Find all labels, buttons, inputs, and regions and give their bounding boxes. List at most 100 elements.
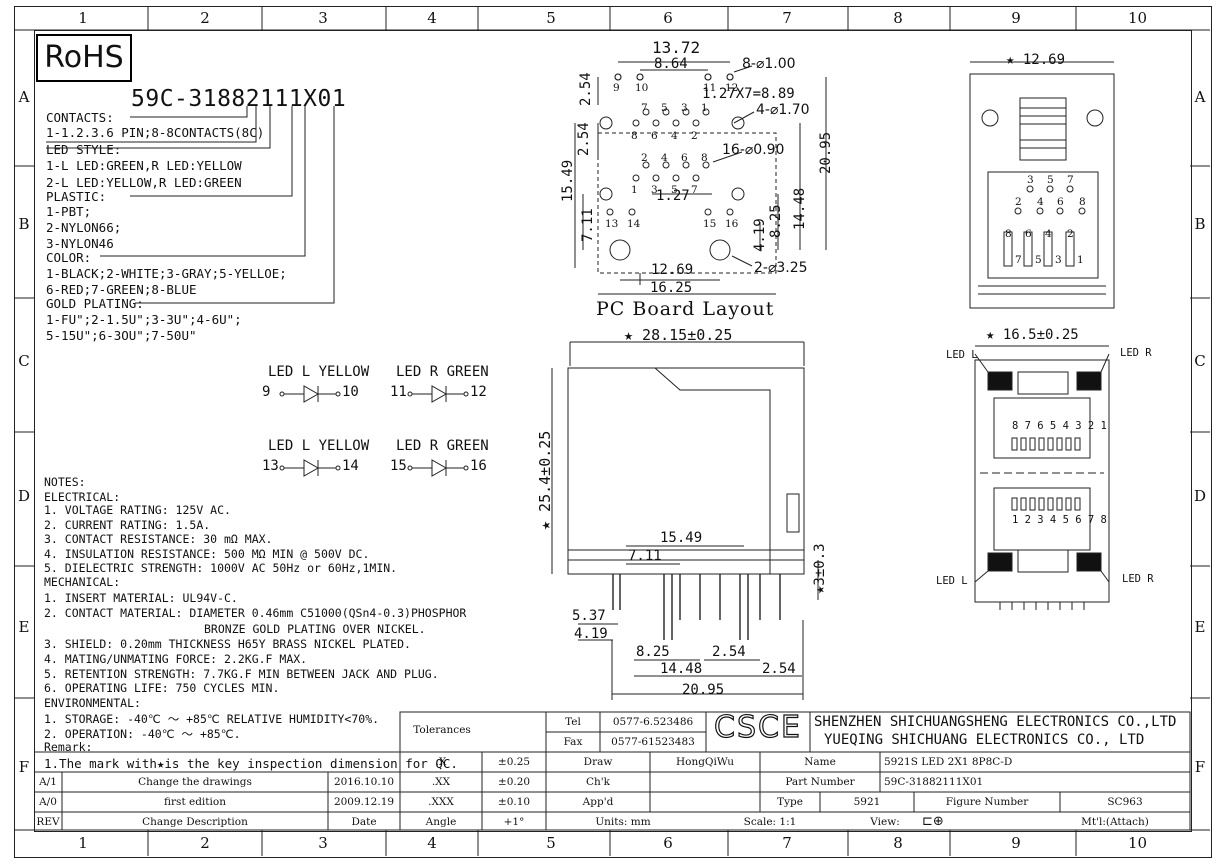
grid-col-label: 2 <box>200 9 210 27</box>
front-contact <box>1020 497 1027 511</box>
code-line: CONTACTS: <box>46 110 114 125</box>
tolerance-value: +1° <box>503 816 525 828</box>
pcb-pin-number: 4 <box>671 130 678 142</box>
top-contact <box>1043 231 1053 267</box>
grid-col-label: 5 <box>546 9 556 27</box>
side-dimension: ★ 25.4±0.25 <box>536 430 554 530</box>
pcb-pin-hole <box>632 119 640 127</box>
note-line: ELECTRICAL: <box>44 490 121 504</box>
front-pins-lower: 1 2 3 4 5 6 7 8 <box>1012 514 1107 526</box>
pcb-dimension: 1.27X7=8.89 <box>702 86 795 102</box>
pcb-pin-hole <box>672 119 680 127</box>
top-pin <box>1046 185 1054 193</box>
led-pin: 13 <box>262 458 279 474</box>
side-dimension: 15.49 <box>660 530 703 546</box>
rev-description: first edition <box>164 796 226 808</box>
top-pin-number: 6 <box>1025 228 1032 240</box>
led-l-label: LED L <box>936 575 968 587</box>
draw-label: Draw <box>583 756 613 768</box>
pcb-pin-number: 10 <box>635 82 649 94</box>
pcb-pin-number: 6 <box>681 152 688 164</box>
note-line: 5. RETENTION STRENGTH: 7.7KG.F MIN BETWE… <box>44 667 439 681</box>
pcb-pin-number: 4 <box>661 152 668 164</box>
led-node <box>463 391 469 397</box>
company-name-2: YUEQING SHICHUANG ELECTRONICS CO., LTD <box>824 732 1145 748</box>
grid-row-label: A <box>18 88 30 106</box>
front-pins-upper: 8 7 6 5 4 3 2 1 <box>1012 420 1107 432</box>
led-label: LED L YELLOW <box>268 364 370 380</box>
top-pin-number: 8 <box>1079 196 1086 208</box>
pcb-pin-hole <box>652 174 660 182</box>
front-contact <box>1029 497 1036 511</box>
grid-row-label: C <box>1194 352 1206 370</box>
pcb-dimension: 4-⌀1.70 <box>756 102 810 118</box>
pcb-pin-hole <box>726 73 734 81</box>
top-pin-number: 3 <box>1055 254 1062 266</box>
led-node <box>335 391 341 397</box>
top-contact <box>1023 231 1033 267</box>
grid-col-label: 7 <box>782 9 792 27</box>
pcb-pin-hole <box>726 208 734 216</box>
top-pin-number: 3 <box>1027 174 1034 186</box>
grid-col-label: 3 <box>318 834 328 852</box>
top-pin <box>1026 185 1034 193</box>
pcb-pin-number: 6 <box>651 130 658 142</box>
grid-row-label: B <box>18 215 30 233</box>
top-pin-number: 2 <box>1015 196 1022 208</box>
note-line: 4. MATING/UNMATING FORCE: 2.2KG.F MAX. <box>44 652 308 666</box>
pcb-pin-number: 16 <box>725 218 739 230</box>
code-line: COLOR: <box>46 250 92 265</box>
grid-row-label: E <box>1194 618 1206 636</box>
front-contact <box>1065 497 1072 511</box>
note-line: 3. CONTACT RESISTANCE: 30 mΩ MAX. <box>44 532 273 546</box>
led-r-label: LED R <box>1122 573 1154 585</box>
front-contact <box>1038 497 1045 511</box>
pcb-pin-hole <box>628 208 636 216</box>
side-dimension: 4.19 <box>574 626 608 642</box>
grid-row-label: F <box>18 758 30 776</box>
units: Units: mm <box>595 816 651 828</box>
note-line: 1. STORAGE: -40℃ ～ +85℃ RELATIVE HUMIDIT… <box>44 712 380 726</box>
pcb-dimension: 16.25 <box>650 280 693 296</box>
grid-col-label: 9 <box>1011 9 1021 27</box>
pcb-pin-number: 2 <box>691 130 698 142</box>
diode-symbol <box>303 385 320 403</box>
note-line: NOTES: <box>44 475 86 489</box>
pcb-pin-hole <box>682 161 690 169</box>
side-dimension: 20.95 <box>682 682 725 698</box>
top-pin-number: 7 <box>1067 174 1074 186</box>
rev-date: 2016.10.10 <box>333 776 395 788</box>
led-node <box>279 391 285 397</box>
front-contact <box>1074 497 1081 511</box>
rev-code: A/0 <box>39 796 57 808</box>
led-pin: 15 <box>390 458 407 474</box>
type-value: 5921 <box>853 796 881 808</box>
check-label: Ch'k <box>585 776 611 788</box>
grid-col-label: 3 <box>318 9 328 27</box>
grid-col-label: 2 <box>200 834 210 852</box>
pcb-pin-number: 5 <box>661 102 668 114</box>
side-dimension: 8.25 <box>636 644 670 660</box>
tel-label: Tel <box>565 716 581 728</box>
front-contact <box>1029 437 1036 451</box>
pcb-dimension: 20.95 <box>818 131 834 174</box>
draw-value: HongQiWu <box>675 756 735 768</box>
pcb-pin-hole <box>662 108 670 116</box>
grid-row-label: E <box>18 618 30 636</box>
pcb-pin-hole <box>642 161 650 169</box>
pcb-dimension: 2-⌀3.25 <box>754 260 808 276</box>
front-contact <box>1047 437 1054 451</box>
pcb-pin-hole <box>704 73 712 81</box>
note-line: MECHANICAL: <box>44 575 121 589</box>
pcb-pin-number: 11 <box>703 82 717 94</box>
scale: Scale: 1:1 <box>743 816 797 828</box>
pcb-dimension: 8.64 <box>654 56 688 72</box>
grid-col-label: 1 <box>78 9 88 27</box>
grid-col-label: 9 <box>1011 834 1021 852</box>
led-node <box>279 465 285 471</box>
grid-col-label: 10 <box>1128 9 1148 27</box>
grid-row-label: A <box>1194 88 1206 106</box>
grid-row-label: C <box>18 352 30 370</box>
pcb-pin-number: 2 <box>641 152 648 164</box>
front-contact <box>1056 437 1063 451</box>
